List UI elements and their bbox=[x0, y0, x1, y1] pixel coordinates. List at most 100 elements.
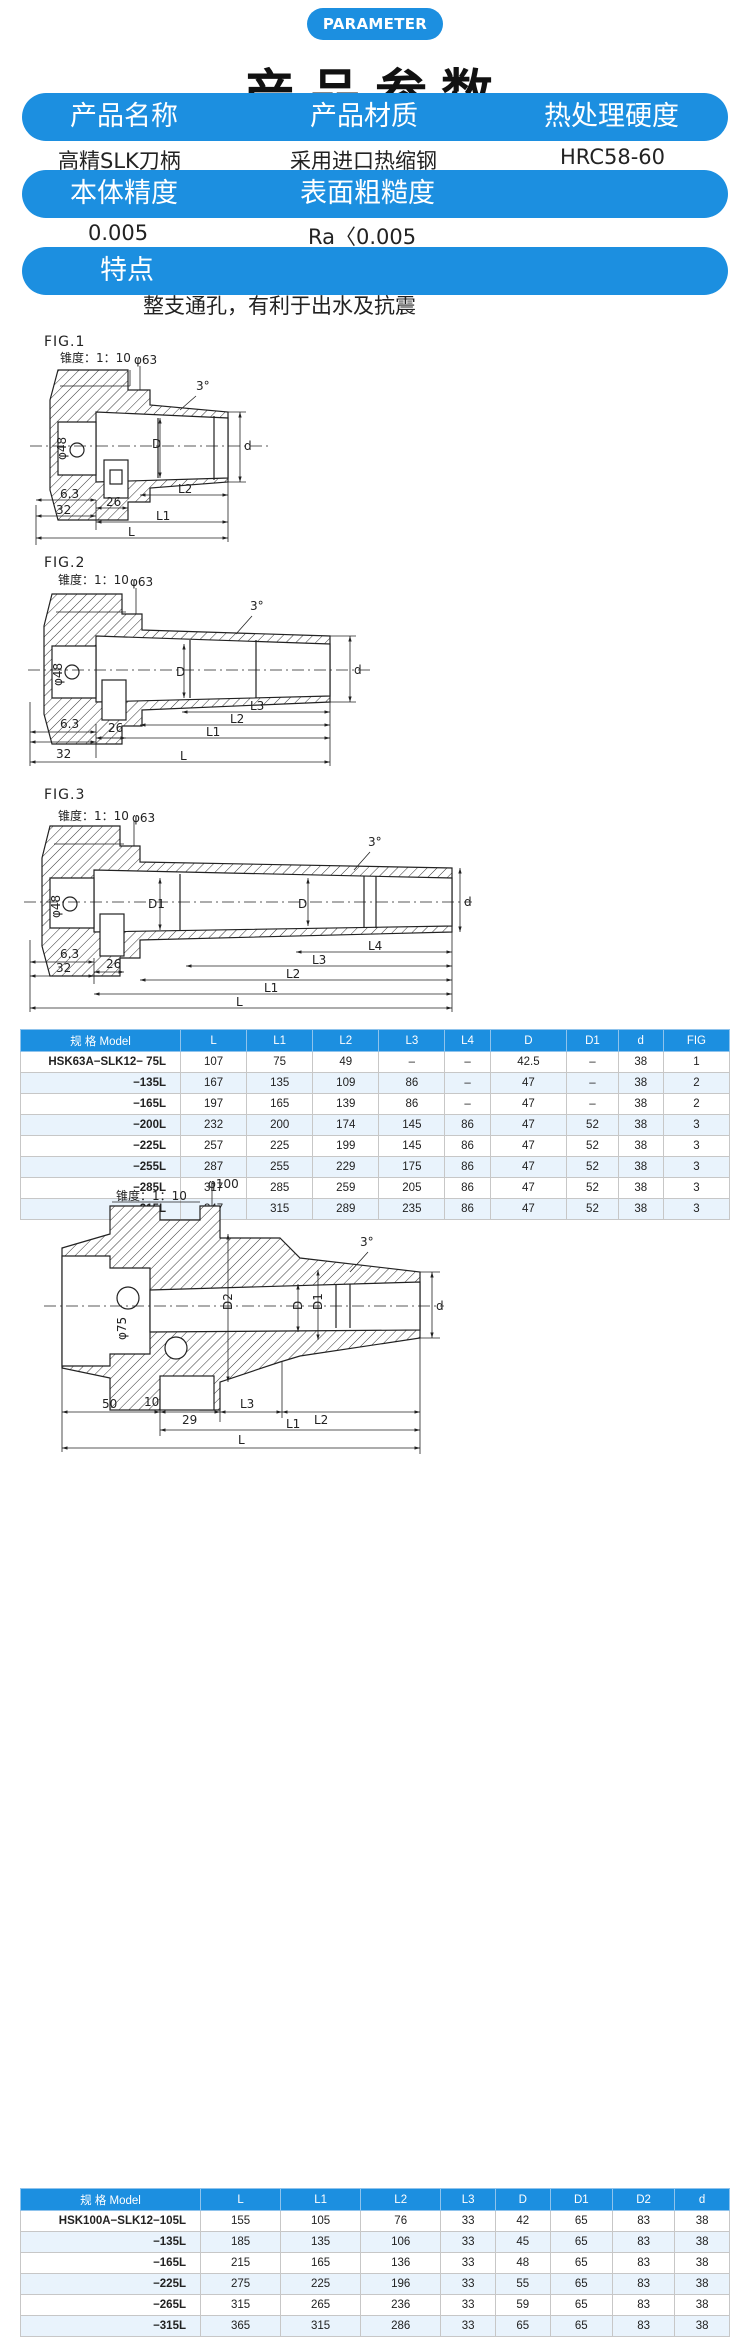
parameter-badge: PARAMETER bbox=[307, 8, 443, 40]
col-L2: L2 bbox=[312, 1029, 380, 1052]
fig3-D: D bbox=[298, 897, 307, 911]
fig2-angle: 3° bbox=[250, 599, 264, 613]
col-L2: L2 bbox=[360, 2188, 442, 2211]
fig1-dim-26: 26 bbox=[106, 495, 121, 509]
fig4-dim-29: 29 bbox=[182, 1413, 197, 1427]
label-material: 产品材质 bbox=[310, 101, 418, 132]
fig3-dim-63: 6.3 bbox=[60, 947, 79, 961]
label-feature: 特点 bbox=[100, 255, 154, 286]
label-accuracy: 本体精度 bbox=[70, 178, 178, 209]
fig4-D: D bbox=[291, 1301, 305, 1310]
label-roughness: 表面粗糙度 bbox=[300, 178, 435, 209]
fig2-L: L bbox=[180, 749, 187, 763]
fig4-d: d bbox=[436, 1299, 444, 1313]
col-model: 规 格 Model bbox=[20, 2188, 201, 2211]
value-hardness: HRC58-60 bbox=[560, 145, 666, 169]
col-L3: L3 bbox=[378, 1029, 446, 1052]
fig2-drawing: 锥度：1：10 φ63 3° φ48 D d 6.3 32 26 L3 L2 L… bbox=[28, 572, 372, 766]
spec-table-hsk100: 规 格 Model L L1 L2 L3 D D1 D2 d HSK100A−S… bbox=[20, 2188, 730, 2337]
fig1-dia: φ63 bbox=[134, 353, 157, 367]
fig3-L1: L1 bbox=[264, 981, 278, 995]
col-L4: L4 bbox=[444, 1029, 491, 1052]
col-D: D bbox=[489, 1029, 568, 1052]
value-roughness: Ra〈0.005 bbox=[308, 225, 417, 249]
fig2-label: FIG.2 bbox=[44, 555, 86, 571]
fig3-L4: L4 bbox=[368, 939, 382, 953]
fig2-dim-26: 26 bbox=[108, 721, 123, 735]
fig3-L2: L2 bbox=[286, 967, 300, 981]
fig2-dia: φ63 bbox=[130, 575, 153, 589]
param-header-bar-2: 本体精度 表面粗糙度 bbox=[22, 170, 728, 218]
fig3-D1: D1 bbox=[148, 897, 165, 911]
col-D2: D2 bbox=[611, 2188, 676, 2211]
fig3-label: FIG.3 bbox=[44, 787, 86, 803]
col-D1: D1 bbox=[549, 2188, 613, 2211]
fig3-d: d bbox=[464, 895, 472, 909]
fig1-dim-32: 32 bbox=[56, 503, 71, 517]
col-d: d bbox=[674, 2188, 730, 2211]
fig3-dim-26: 26 bbox=[106, 957, 121, 971]
fig2-dim-63: 6.3 bbox=[60, 717, 79, 731]
fig1-dim-63: 6.3 bbox=[60, 487, 79, 501]
fig2-d: d bbox=[354, 663, 362, 677]
col-D: D bbox=[494, 2188, 551, 2211]
fig4-dim-50: 50 bbox=[102, 1397, 117, 1411]
fig4-bore: φ75 bbox=[115, 1317, 129, 1340]
fig4-taper: 锥度：1：10 bbox=[116, 1188, 187, 1203]
fig1-taper: 锥度：1：10 bbox=[60, 350, 131, 365]
fig2-taper: 锥度：1：10 bbox=[58, 572, 129, 587]
fig4-dim-10: 10 bbox=[144, 1395, 159, 1409]
spec-table-hsk63: 规 格 Model L L1 L2 L3 L4 D D1 d FIG HSK63… bbox=[20, 1029, 731, 1220]
fig4-drawing: 锥度：1：10 φ100 3° φ75 D2 D D1 d 50 10 29 L… bbox=[44, 1177, 444, 1454]
col-L1: L1 bbox=[246, 1029, 314, 1052]
fig2-L1: L1 bbox=[206, 725, 220, 739]
table-row: −315L347315289235864752383 bbox=[20, 1198, 731, 1220]
fig1-D: D bbox=[152, 437, 161, 451]
fig2-dim-32: 32 bbox=[56, 747, 71, 761]
fig1-L: L bbox=[128, 525, 135, 539]
fig3-drawing: 锥度：1：10 φ63 3° φ48 D1 D d 6.3 32 26 L4 L… bbox=[24, 808, 472, 1012]
table-header-row: 规 格 Model L L1 L2 L3 L4 D D1 d FIG bbox=[20, 1029, 731, 1052]
param-header-bar-3: 特点 bbox=[22, 247, 728, 295]
col-L3: L3 bbox=[440, 2188, 496, 2211]
fig3-bore: φ48 bbox=[49, 895, 63, 918]
value-product-name: 高精SLK刀柄 bbox=[58, 149, 181, 173]
fig2-L2: L2 bbox=[230, 712, 244, 726]
value-accuracy: 0.005 bbox=[88, 221, 149, 245]
col-L: L bbox=[179, 1029, 248, 1052]
label-hardness: 热处理硬度 bbox=[544, 101, 679, 132]
fig1-bore: φ48 bbox=[55, 437, 69, 460]
fig2-bore: φ48 bbox=[51, 663, 65, 686]
fig4-angle: 3° bbox=[360, 1235, 374, 1249]
fig4-L2: L2 bbox=[314, 1413, 328, 1427]
fig1-L1: L1 bbox=[156, 509, 170, 523]
col-L1: L1 bbox=[280, 2188, 362, 2211]
col-model: 规 格 Model bbox=[20, 1029, 181, 1052]
fig3-dim-32: 32 bbox=[56, 961, 71, 975]
fig2-L3: L3 bbox=[250, 699, 264, 713]
value-material: 采用进口热缩钢 bbox=[290, 149, 437, 173]
fig4-D2: D2 bbox=[221, 1293, 235, 1310]
param-header-bar-1: 产品名称 产品材质 热处理硬度 bbox=[22, 93, 728, 141]
fig3-angle: 3° bbox=[368, 835, 382, 849]
fig3-L: L bbox=[236, 995, 243, 1009]
fig1-L2: L2 bbox=[178, 482, 192, 496]
col-d: d bbox=[617, 1029, 664, 1052]
table-header-row: 规 格 Model L L1 L2 L3 D D1 D2 d bbox=[20, 2188, 730, 2211]
fig3-L3: L3 bbox=[312, 953, 326, 967]
fig3-dia: φ63 bbox=[132, 811, 155, 825]
fig1-d: d bbox=[244, 439, 252, 453]
fig4-dia: φ100 bbox=[208, 1177, 239, 1191]
fig4-L1: L1 bbox=[286, 1417, 300, 1431]
fig1-label: FIG.1 bbox=[44, 334, 86, 350]
